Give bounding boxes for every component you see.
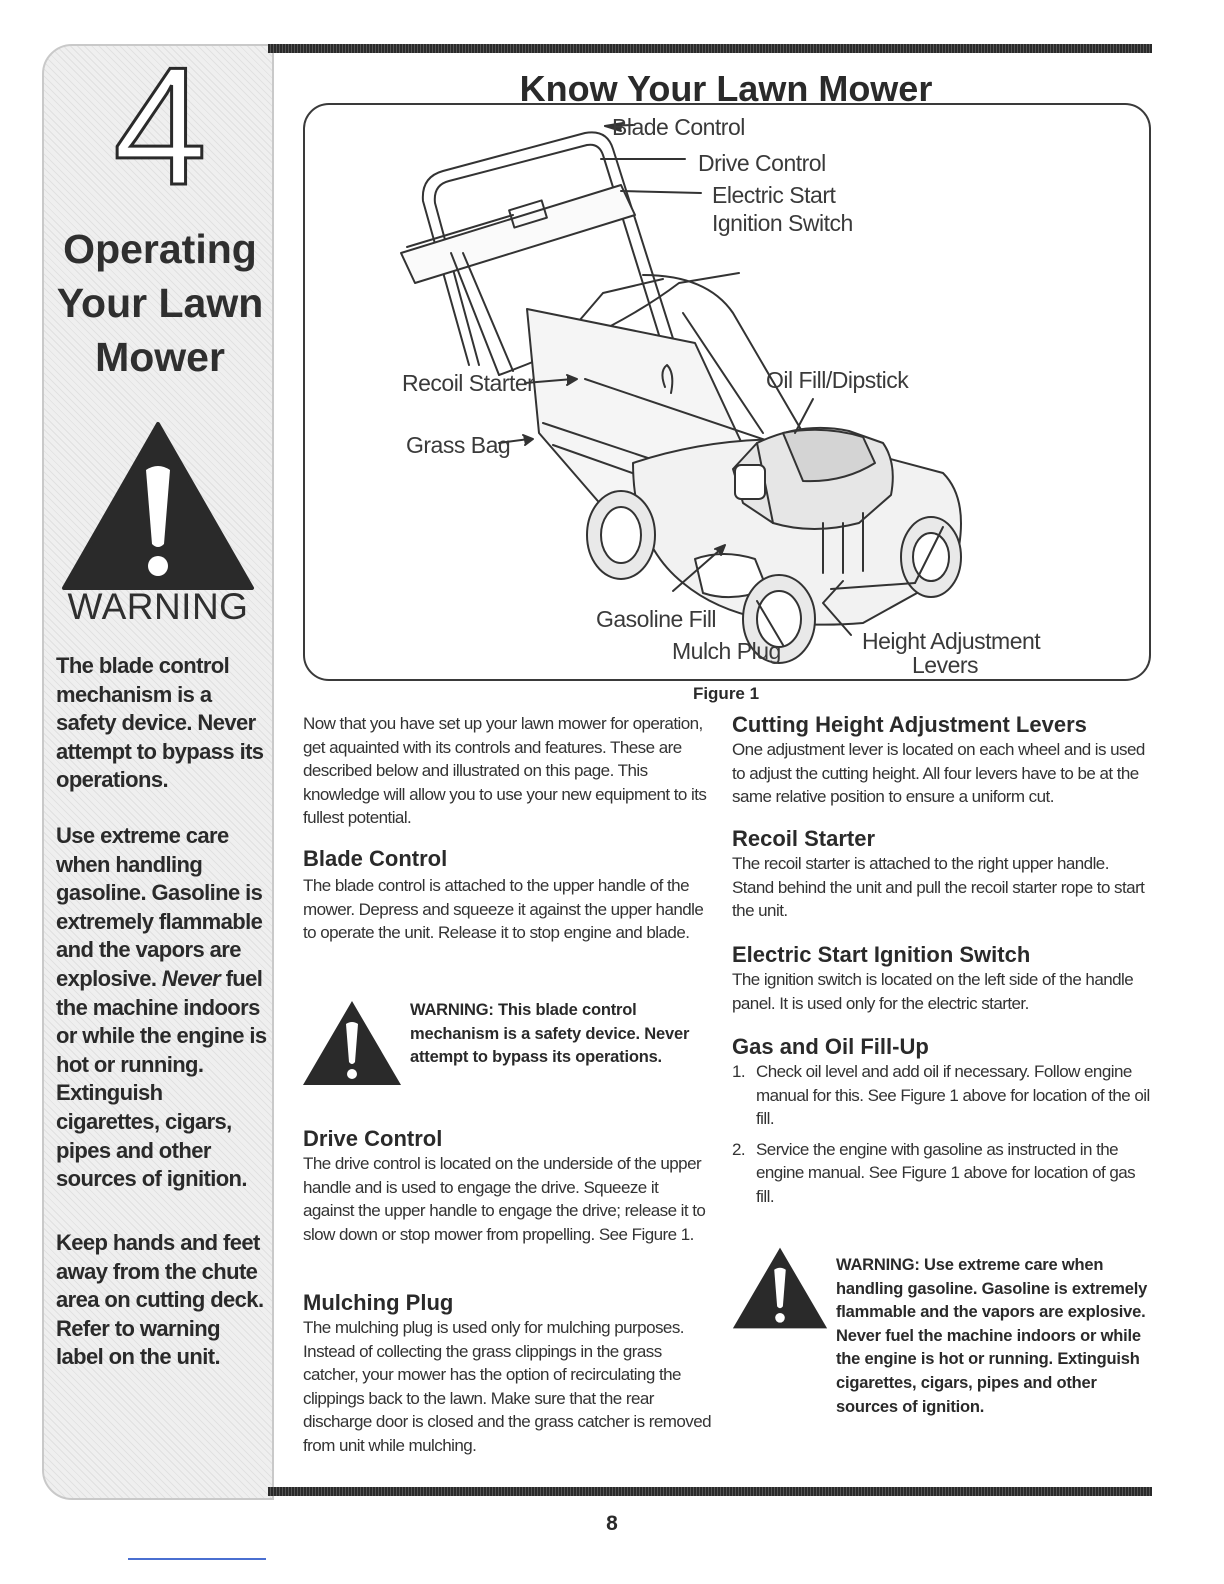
blade-control-text: The blade control is attached to the upp…: [303, 876, 704, 943]
drive-control-heading: Drive Control: [303, 1126, 443, 1151]
mulching-plug-text: The mulching plug is used only for mulch…: [303, 1318, 712, 1455]
cutting-height-heading: Cutting Height Adjustment Levers: [732, 712, 1087, 737]
chapter-number: 4: [113, 56, 206, 196]
sidebar-gasoline-text: Use extreme care when handling gasoline.…: [56, 823, 263, 991]
sidebar-warning-gasoline: Use extreme care when handling gasoline.…: [56, 822, 271, 1194]
figure-frame: [303, 103, 1151, 681]
page-title: Know Your Lawn Mower: [519, 68, 933, 109]
sidebar-warning-blade: The blade control mechanism is a safety …: [56, 653, 264, 793]
chapter-number-graphic: 4: [112, 56, 208, 196]
blade-control-warning: WARNING: This blade control mechanism is…: [410, 1001, 690, 1067]
cutting-height-text: One adjustment lever is located on each …: [732, 740, 1145, 807]
callout-grass-bag: Grass Bag: [406, 432, 511, 458]
step-text: Service the engine with gasoline as inst…: [756, 1139, 1136, 1206]
electric-start-text: The ignition switch is located on the le…: [732, 970, 1134, 1013]
bottom-rule: [268, 1487, 1152, 1496]
figure-caption: Figure 1: [692, 684, 760, 703]
callout-oil-fill: Oil Fill/Dipstick: [766, 367, 909, 393]
callout-ignition-switch: Ignition Switch: [712, 210, 853, 236]
top-rule: [268, 44, 1152, 53]
step-text: Check oil level and add oil if necessary…: [756, 1062, 1150, 1129]
recoil-starter-text: The recoil starter is attached to the ri…: [732, 854, 1145, 921]
recoil-starter-heading: Recoil Starter: [732, 826, 876, 851]
step-number: 2.: [732, 1139, 746, 1159]
callout-blade-control: Blade Control: [612, 114, 745, 140]
gasoline-warning: WARNING: Use extreme care when handling …: [836, 1256, 1148, 1416]
drive-control-text: The drive control is located on the unde…: [303, 1154, 706, 1244]
mulching-plug-heading: Mulching Plug: [303, 1290, 454, 1315]
warning-triangle-icon: [303, 1001, 401, 1085]
callout-drive-control: Drive Control: [698, 150, 826, 176]
list-item: 1. Check oil level and add oil if necessa…: [732, 1060, 1152, 1131]
callout-levers: Levers: [912, 652, 979, 678]
intro-paragraph: Now that you have set up your lawn mower…: [303, 714, 707, 828]
step-number: 1.: [732, 1062, 746, 1081]
sidebar-warning-hands: Keep hands and feet away from the chute …: [56, 1230, 264, 1370]
warning-triangle-icon: [62, 422, 254, 590]
footer-underline: [128, 1558, 266, 1560]
lawn-mower-illustration: [400, 122, 962, 664]
list-item: 2. Service the engine with gasoline as in…: [732, 1138, 1152, 1209]
chapter-title: Operating Your Lawn Mower: [52, 222, 268, 384]
chapter-title-line: Mower: [95, 334, 225, 380]
chapter-title-line: Your Lawn: [56, 280, 264, 326]
sidebar-gasoline-emphasis: Never: [161, 965, 221, 991]
page-number: 8: [606, 1512, 618, 1535]
callout-mulch-plug: Mulch Plug: [672, 638, 781, 664]
callout-recoil-starter: Recoil Starter: [402, 370, 535, 396]
sidebar-gasoline-text-end: fuel the machine indoors or while the en…: [56, 965, 267, 1192]
electric-start-heading: Electric Start Ignition Switch: [732, 942, 1031, 967]
callout-gasoline-fill: Gasoline Fill: [596, 606, 717, 632]
gas-oil-heading: Gas and Oil Fill-Up: [732, 1034, 929, 1059]
sidebar-panel: [42, 44, 274, 1500]
warning-triangle-icon: [732, 1247, 828, 1329]
chapter-title-line: Operating: [63, 226, 257, 272]
callout-electric-start: Electric Start: [712, 182, 836, 208]
warning-heading: WARNING: [67, 586, 249, 627]
gas-oil-steps: 1. Check oil level and add oil if necessa…: [732, 1060, 1152, 1216]
blade-control-heading: Blade Control: [303, 846, 448, 871]
callout-height-adjustment: Height Adjustment: [862, 628, 1041, 654]
